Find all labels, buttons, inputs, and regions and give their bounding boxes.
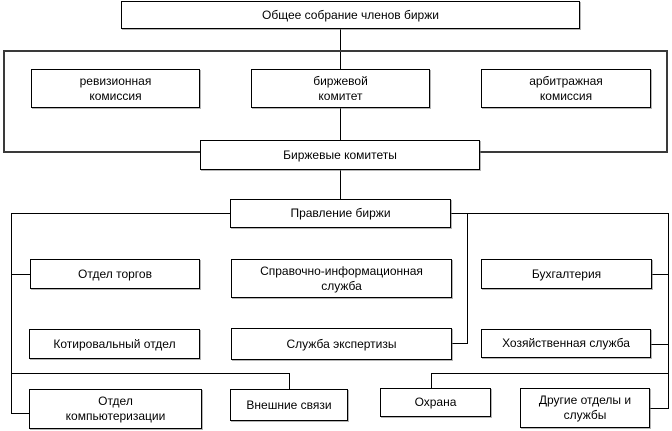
connector-drop-external-relations: [289, 373, 290, 389]
node-computerization-department: Отдел компьютеризации: [29, 389, 202, 429]
node-accounting: Бухгалтерия: [481, 259, 652, 289]
connector-bottom-right: [431, 373, 668, 374]
connector-committee-to-committees: [340, 108, 341, 140]
connector-mid-right-trunk: [467, 213, 468, 344]
node-info-service: Справочно-информационная служба: [231, 259, 452, 298]
node-expertise-service: Служба экспертизы: [231, 328, 452, 360]
connector-stub-other-departments: [650, 408, 668, 409]
node-household-service: Хозяйственная служба: [481, 329, 651, 358]
node-trading-department: Отдел торгов: [30, 259, 200, 289]
connector-committees-to-board: [340, 170, 341, 199]
connector-board-right: [451, 213, 669, 214]
connector-board-left: [11, 213, 230, 214]
node-exchange-board: Правление биржи: [230, 199, 451, 228]
connector-stub-computerization: [11, 413, 29, 414]
connector-bottom-left: [11, 373, 290, 374]
node-external-relations: Внешние связи: [230, 389, 348, 421]
node-general-meeting: Общее собрание членов биржи: [121, 1, 580, 29]
node-quotation-department: Котировальный отдел: [29, 329, 200, 359]
node-arbitration-commission: арбитражная комиссия: [481, 69, 651, 108]
node-security: Охрана: [380, 388, 491, 417]
connector-stub-household: [650, 344, 668, 345]
connector-left-trunk: [11, 213, 12, 414]
node-audit-commission: ревизионная комиссия: [31, 69, 200, 108]
node-other-departments: Другие отделы и службы: [520, 388, 650, 428]
connector-stub-accounting: [651, 274, 668, 275]
connector-stub-expertise: [452, 343, 467, 344]
connector-top-to-committee: [340, 29, 341, 69]
connector-right-trunk: [668, 213, 669, 409]
connector-drop-security: [431, 373, 432, 388]
node-exchange-committees: Биржевые комитеты: [200, 140, 480, 170]
connector-stub-trading: [11, 274, 30, 275]
node-exchange-committee: биржевой комитет: [251, 69, 430, 108]
